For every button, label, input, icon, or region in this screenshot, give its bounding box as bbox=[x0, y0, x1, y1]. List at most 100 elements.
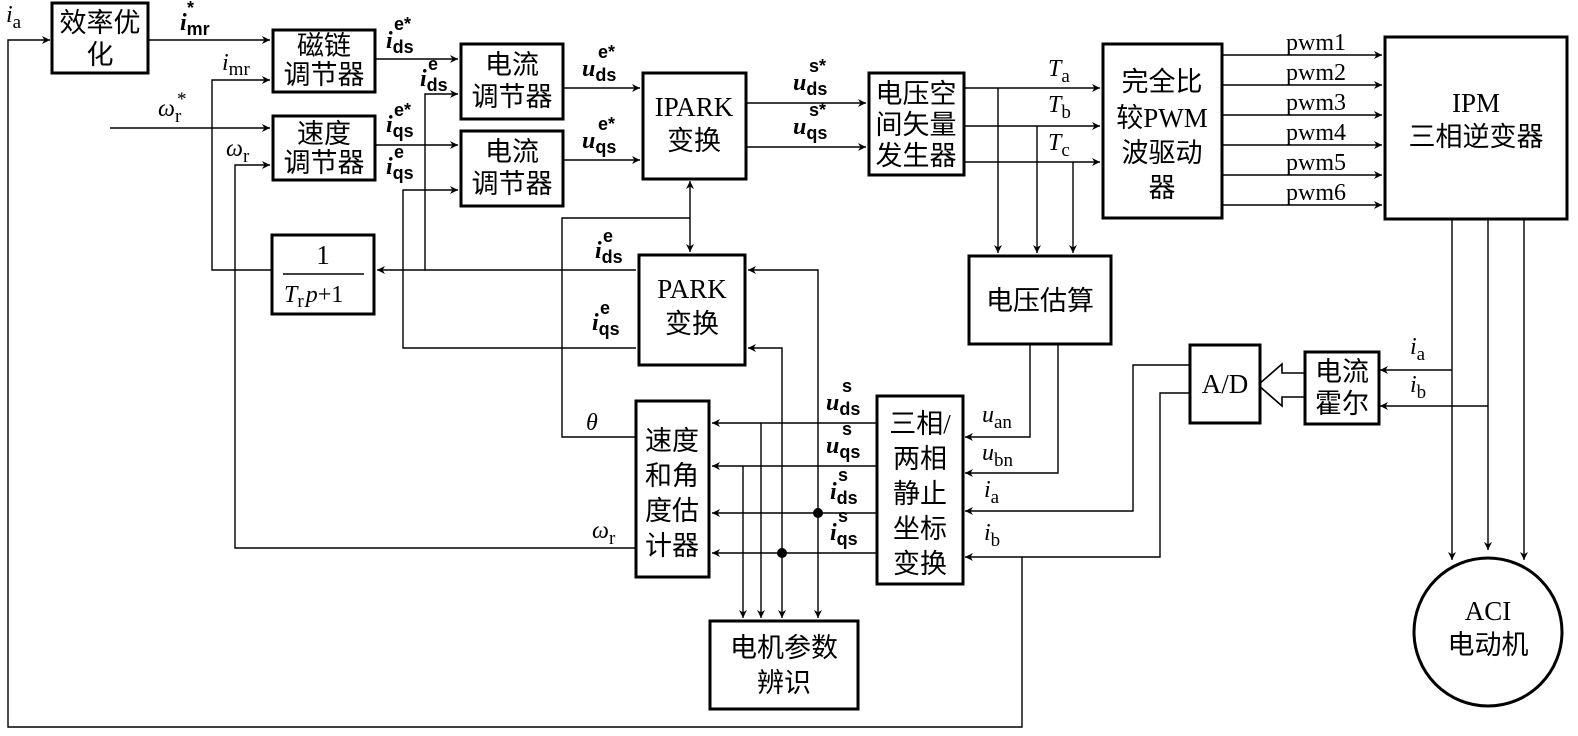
sig-pwm1: pwm1 bbox=[1286, 30, 1346, 56]
ubn-wire bbox=[965, 345, 1059, 477]
sig-uqs-e-star-sup: e* bbox=[598, 114, 615, 134]
clarke-label-1: 三相/ bbox=[889, 409, 951, 439]
sig-Tc: Tc bbox=[1048, 130, 1070, 161]
sig-ids-s-sup: s bbox=[838, 465, 848, 485]
sig-iqs-e-fb-sup: e bbox=[394, 142, 404, 162]
sig-ids-e-star: ids bbox=[386, 28, 414, 57]
motor-label-1: ACI bbox=[1465, 596, 1512, 626]
sig-park-ids: ids bbox=[595, 238, 623, 267]
speed-estimator-label-4: 计器 bbox=[645, 531, 699, 561]
svpwm-block bbox=[867, 71, 966, 177]
pwm-driver-label-2: 较PWM bbox=[1116, 103, 1208, 133]
svpwm-label-1: 电压空 bbox=[876, 79, 957, 109]
sig-uqs-s: uqs bbox=[826, 433, 860, 462]
sig-ib-hall: ib bbox=[1410, 372, 1426, 403]
svpwm-label-3: 发生器 bbox=[876, 141, 957, 171]
pwm-driver-label-4: 器 bbox=[1149, 173, 1176, 203]
speed-estimator-label-3: 度估 bbox=[645, 496, 699, 526]
current-regulator-q-label-2: 调节器 bbox=[472, 169, 553, 199]
sig-ids-e-fb: ids bbox=[420, 66, 448, 95]
speed-regulator-label-2: 调节器 bbox=[284, 148, 365, 178]
voltage-estimation-block bbox=[967, 254, 1113, 346]
clarke-label-2: 两相 bbox=[893, 444, 947, 474]
pwm-driver-label-1: 完全比 bbox=[1122, 67, 1203, 97]
block-labels: 效率优 化 磁链 调节器 速度 调节器 电流 调节器 电流 调节器 IPARK … bbox=[60, 8, 1544, 698]
tf-den-T: T bbox=[284, 282, 299, 308]
sig-iqs-s-sup: s bbox=[838, 506, 848, 526]
sig-ia-mid: ia bbox=[984, 477, 1000, 508]
voltage-estimation-label: 电压估算 bbox=[986, 286, 1094, 316]
flux-regulator-label-2: 调节器 bbox=[284, 60, 365, 90]
ad-converter-block bbox=[1188, 343, 1262, 425]
sig-uds-s-star-sup: s* bbox=[809, 56, 826, 76]
sig-imr: imr bbox=[222, 50, 250, 80]
pwm-driver-block bbox=[1101, 42, 1224, 220]
sig-ib-mid: ib bbox=[984, 520, 1000, 551]
sig-uqs-s-sup: s bbox=[842, 419, 852, 439]
sig-Ta: Ta bbox=[1048, 56, 1070, 87]
current-regulator-d-block bbox=[459, 42, 565, 121]
ad-label: A/D bbox=[1202, 369, 1249, 399]
sig-pwm5: pwm5 bbox=[1286, 150, 1346, 176]
speed-estimator-label-1: 速度 bbox=[645, 426, 699, 456]
sig-pwm2: pwm2 bbox=[1286, 60, 1346, 86]
sig-pwm3: pwm3 bbox=[1286, 90, 1346, 116]
ipm-label-2: 三相逆变器 bbox=[1409, 122, 1544, 152]
hall-label-1: 电流 bbox=[1315, 357, 1369, 387]
sig-omega-out: ωr bbox=[592, 518, 616, 549]
sig-uds-s: uds bbox=[826, 390, 860, 419]
sig-iqs-s: iqs bbox=[830, 520, 858, 549]
sig-ia-hall: ia bbox=[1410, 334, 1426, 365]
ipm-block bbox=[1383, 35, 1569, 221]
motor-param-id-block bbox=[708, 619, 860, 711]
flux-regulator-block bbox=[271, 28, 377, 94]
sig-uqs-s-star: uqs bbox=[793, 114, 827, 143]
hall-to-ad-arrow bbox=[1256, 362, 1306, 408]
iqs-s-to-park-wire bbox=[748, 344, 783, 553]
speed-regulator-label-1: 速度 bbox=[297, 119, 351, 149]
ia-ad-wire bbox=[965, 364, 1190, 515]
sig-theta: θ bbox=[586, 410, 598, 436]
ipark-label-2: 变换 bbox=[667, 126, 721, 156]
sig-uds-e-star: uds bbox=[582, 56, 616, 85]
sig-ubn: ubn bbox=[982, 440, 1014, 471]
flux-regulator-label-1: 磁链 bbox=[297, 31, 351, 61]
current-regulator-q-label-1: 电流 bbox=[485, 137, 539, 167]
park-label-2: 变换 bbox=[665, 309, 719, 339]
sig-ids-e-star-sup: e* bbox=[394, 14, 411, 34]
sig-park-iqs: iqs bbox=[592, 310, 620, 339]
park-block bbox=[637, 253, 747, 367]
tf-numerator: 1 bbox=[316, 240, 330, 270]
sig-iqs-e-star-sup: e* bbox=[394, 100, 411, 120]
sig-uds-s-star: uds bbox=[793, 70, 827, 99]
clarke-label-5: 变换 bbox=[893, 549, 947, 579]
current-regulator-d-label-1: 电流 bbox=[485, 50, 539, 80]
current-hall-block bbox=[1303, 350, 1381, 426]
sig-imr-star: imr bbox=[180, 10, 210, 39]
sig-iqs-e-fb: iqs bbox=[386, 154, 414, 183]
ipark-block bbox=[641, 71, 748, 181]
iqs-feedback-wire bbox=[402, 186, 636, 349]
clarke-transform-block bbox=[875, 394, 965, 586]
sig-uqs-e-star: uqs bbox=[582, 128, 616, 157]
hall-label-2: 霍尔 bbox=[1315, 389, 1369, 419]
signal-labels: ia imr * imr ωr * ωr ids e* ids e iq bbox=[6, 0, 1426, 551]
ipm-label-1: IPM bbox=[1452, 88, 1500, 118]
sig-pwm4: pwm4 bbox=[1286, 120, 1346, 146]
motor-label-2: 电动机 bbox=[1448, 630, 1529, 660]
park-label-1: PARK bbox=[657, 274, 727, 304]
sig-Tb: Tb bbox=[1048, 92, 1071, 123]
sig-uds-e-star-sup: e* bbox=[598, 42, 615, 62]
param-id-label-1: 电机参数 bbox=[730, 633, 838, 663]
tf-denominator: Trp+1 bbox=[284, 282, 343, 312]
imr-feedback-wire bbox=[211, 76, 272, 271]
sig-ia-top: ia bbox=[6, 2, 22, 33]
sig-uds-s-sup: s bbox=[842, 376, 852, 396]
efficiency-opt-label-1: 效率优 bbox=[60, 8, 141, 38]
current-regulator-q-block bbox=[459, 129, 565, 208]
param-id-label-2: 辨识 bbox=[757, 668, 811, 698]
sig-park-ids-sup: e bbox=[603, 226, 613, 246]
theta-wire bbox=[561, 217, 690, 438]
current-regulator-d-label-2: 调节器 bbox=[472, 82, 553, 112]
